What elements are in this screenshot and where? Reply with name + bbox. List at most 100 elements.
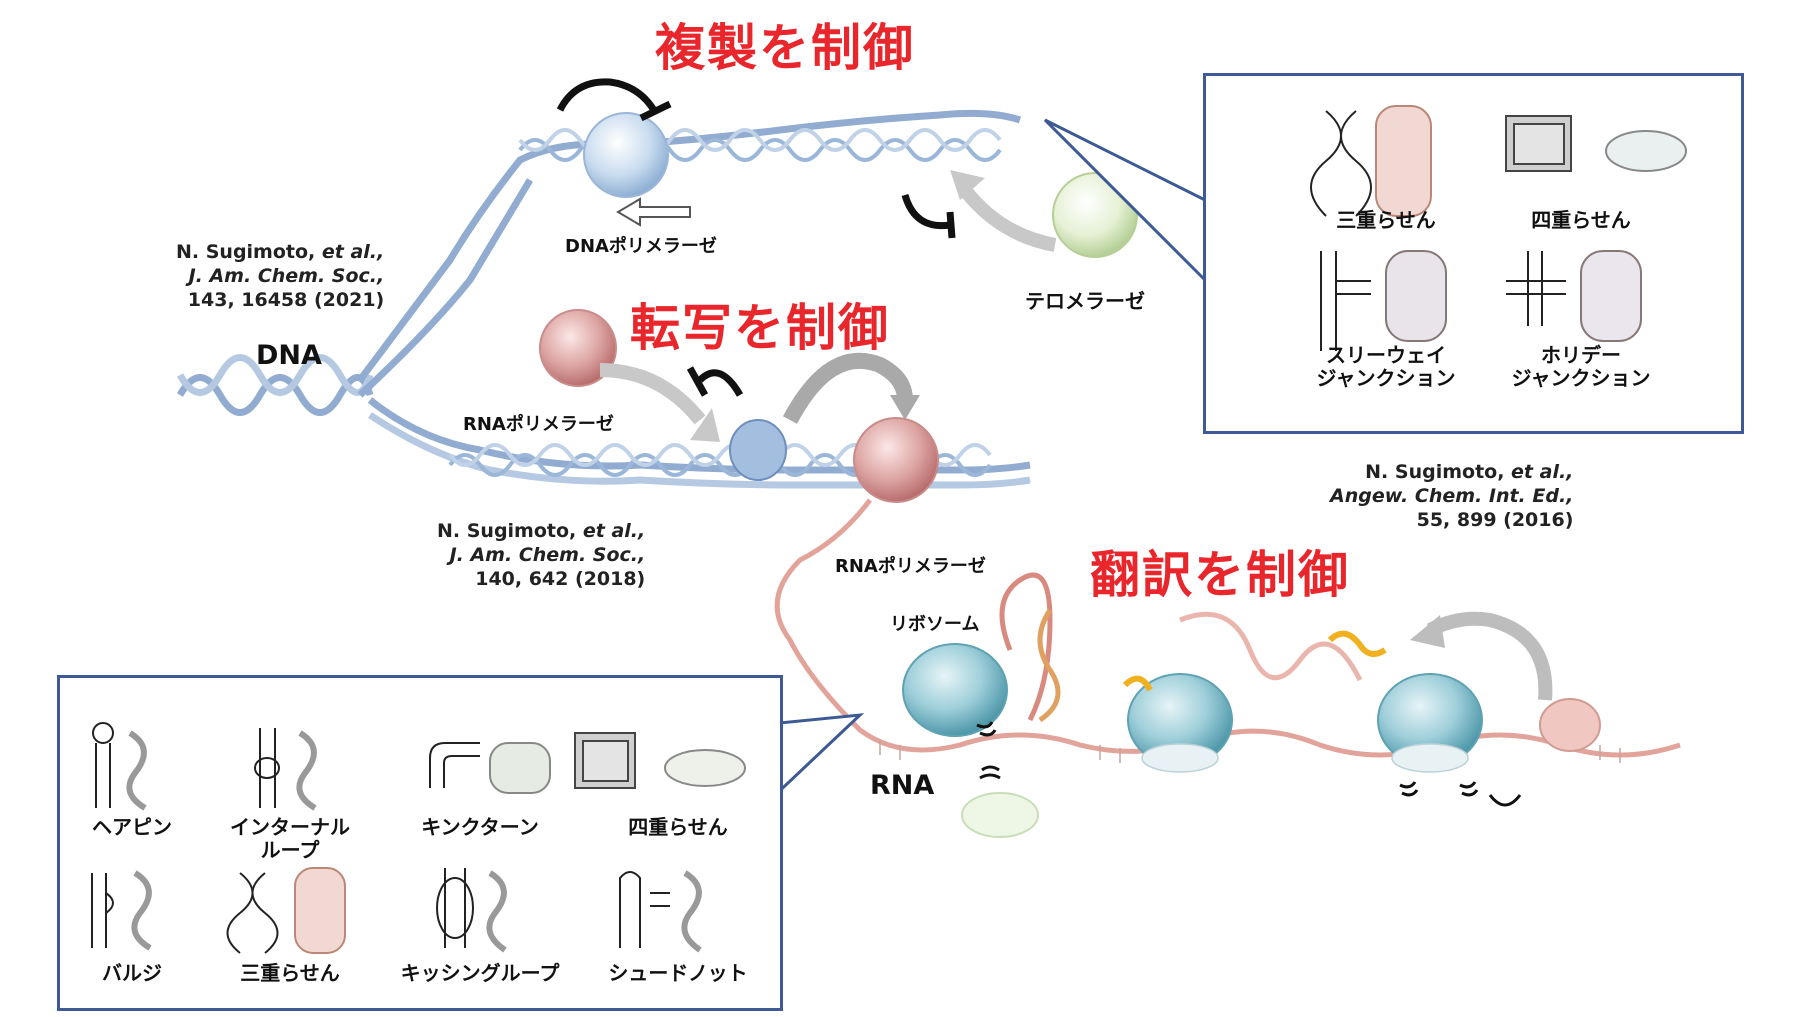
citation-2018-authors: N. Sugimoto,	[437, 520, 583, 542]
label-dna: DNA	[256, 340, 322, 371]
hairpin-icon	[92, 722, 114, 808]
rna-structure-blob	[1539, 698, 1601, 752]
citation-2016: N. Sugimoto, et al., Angew. Chem. Int. E…	[1330, 460, 1573, 532]
kissing-loop-icon	[436, 868, 474, 948]
dna-structure-label-2: スリーウェイ ジャンクション	[1317, 344, 1456, 390]
rna-quadruplex-model	[664, 749, 746, 787]
dna-structure-icons	[1310, 105, 1687, 351]
three-way-junction-icon	[1320, 251, 1371, 351]
dna-structures-panel: 三重らせん 四重らせん スリーウェイ ジャンクション ホリデー ジャンクション	[1203, 73, 1744, 434]
citation-2016-authors: N. Sugimoto,	[1365, 461, 1512, 483]
rna-quadruplex-icon	[574, 732, 636, 789]
inhibition-bar	[639, 100, 672, 122]
rna-structure-label-4-line-0: バルジ	[102, 961, 162, 985]
pseudoknot-icon	[619, 871, 670, 948]
three-way-junction-model	[1385, 250, 1447, 342]
transcription-quadruplex	[729, 419, 787, 481]
rna-structure-label-6: キッシングループ	[401, 962, 560, 985]
rna-structure-label-1: インターナル ループ	[230, 816, 350, 862]
telomerase-inhibition-bar	[946, 211, 956, 239]
citation-2021-ref: 143, 16458 (2021)	[187, 289, 385, 311]
kink-turn-model	[489, 742, 551, 794]
rna-triplex-model	[294, 867, 346, 954]
rna-polymerase-arrowhead-1	[690, 408, 720, 442]
rna-structure-label-0: ヘアピン	[92, 816, 172, 839]
internal-loop-model	[296, 730, 317, 811]
dna-structure-label-2-line-1: ジャンクション	[1316, 366, 1456, 390]
dna-triplex-model	[1375, 105, 1432, 217]
citation-2018-ref: 140, 642 (2018)	[475, 568, 646, 590]
ribosome-3	[1377, 673, 1483, 773]
telomerase-inhibition-icon	[901, 193, 951, 230]
rna-structure-label-3-line-0: 四重らせん	[628, 815, 728, 839]
label-rna-polymerase-1: RNAポリメラーゼ	[463, 414, 614, 435]
rna-structure-label-2-line-0: キンクターン	[421, 815, 539, 839]
label-rna-polymerase-2: RNAポリメラーゼ	[835, 556, 986, 577]
rna-polymerase-sphere-2	[853, 417, 939, 503]
holliday-junction-icon	[1506, 251, 1566, 326]
telomerase-arrowhead	[950, 170, 985, 200]
citation-2021-etal: et al.,	[321, 241, 385, 263]
transcription-forward-arrowhead	[890, 395, 920, 420]
rna-structure-label-7: シュードノット	[608, 962, 747, 985]
bulge-icon	[91, 873, 114, 948]
rna-structure-icons	[91, 722, 746, 954]
heading-transcription: 転写を制御	[630, 299, 890, 357]
citation-2021-authors: N. Sugimoto,	[176, 241, 322, 263]
rna-panel-pointer	[759, 713, 865, 802]
citation-2021: N. Sugimoto, et al., J. Am. Chem. Soc., …	[176, 240, 384, 312]
heading-replication: 複製を制御	[655, 19, 915, 77]
citation-2016-ref: 55, 899 (2016)	[1416, 509, 1574, 531]
dna-structure-label-1: 四重らせん	[1531, 209, 1631, 232]
ribosome-1	[902, 643, 1008, 737]
dna-structure-label-2-line-0: スリーウェイ	[1326, 343, 1446, 367]
dna-structure-label-1-line-0: 四重らせん	[1531, 208, 1631, 232]
rna-structure-label-3: 四重らせん	[628, 816, 728, 839]
dna-structure-label-0-line-0: 三重らせん	[1336, 208, 1436, 232]
rna-structure-label-5: 三重らせん	[240, 962, 340, 985]
transcription-inhibition-icon	[697, 369, 744, 397]
kissing-loop-model	[486, 870, 507, 953]
rna-structure-label-5-line-0: 三重らせん	[240, 961, 340, 985]
released-subunit	[961, 792, 1039, 838]
translation-arrowhead	[1410, 615, 1445, 648]
rna-structure-label-6-line-0: キッシングループ	[400, 961, 560, 985]
amino-acid-chain-2	[1327, 630, 1387, 657]
rna-tick-marks	[879, 740, 1621, 763]
citation-2016-journal: Angew. Chem. Int. Ed.,	[1330, 485, 1574, 507]
rna-structure-label-2: キンクターン	[421, 816, 539, 839]
motion-marks	[976, 721, 1522, 807]
telomerase-sphere	[1052, 172, 1138, 258]
dna-structure-label-3-line-1: ジャンクション	[1511, 366, 1651, 390]
transcription-inhibition-bar	[686, 366, 709, 397]
rna-structure-label-4: バルジ	[102, 962, 162, 985]
dna-polymerase-inhibition-icon	[556, 78, 659, 114]
dna-triplex-icon	[1310, 110, 1372, 217]
citation-2018: N. Sugimoto, et al., J. Am. Chem. Soc., …	[437, 519, 645, 591]
hairpin-model	[126, 730, 147, 811]
kink-turn-icon	[429, 742, 480, 788]
label-rna: RNA	[870, 770, 935, 801]
label-ribosome: リボソーム	[890, 614, 980, 635]
ribosome-2	[1127, 673, 1233, 773]
rna-triplex-icon	[226, 872, 279, 954]
rna-polymerase-arrow-1	[599, 363, 706, 425]
dna-structure-label-3-line-0: ホリデー	[1541, 343, 1621, 367]
citation-2018-journal: J. Am. Chem. Soc.,	[449, 544, 646, 566]
citation-2018-etal: et al.,	[582, 520, 646, 542]
dna-panel-pointer	[1043, 118, 1207, 282]
transcription-forward-arrow	[782, 352, 913, 424]
rna-structure-label-1-line-0: インターナル	[230, 815, 350, 839]
rna-structure-label-0-line-0: ヘアピン	[92, 815, 172, 839]
holliday-junction-model	[1580, 250, 1642, 342]
pseudoknot-model	[681, 870, 702, 953]
label-dna-polymerase: DNAポリメラーゼ	[565, 236, 717, 257]
telomerase-arrow	[959, 185, 1057, 252]
translation-arrow	[1426, 611, 1553, 701]
rna-structure-label-1-line-1: ループ	[260, 838, 320, 862]
dna-quadruplex-icon	[1505, 115, 1572, 172]
dna-structure-label-0: 三重らせん	[1336, 209, 1436, 232]
internal-loop-icon	[254, 728, 280, 808]
amino-acid-chain	[1122, 675, 1153, 692]
